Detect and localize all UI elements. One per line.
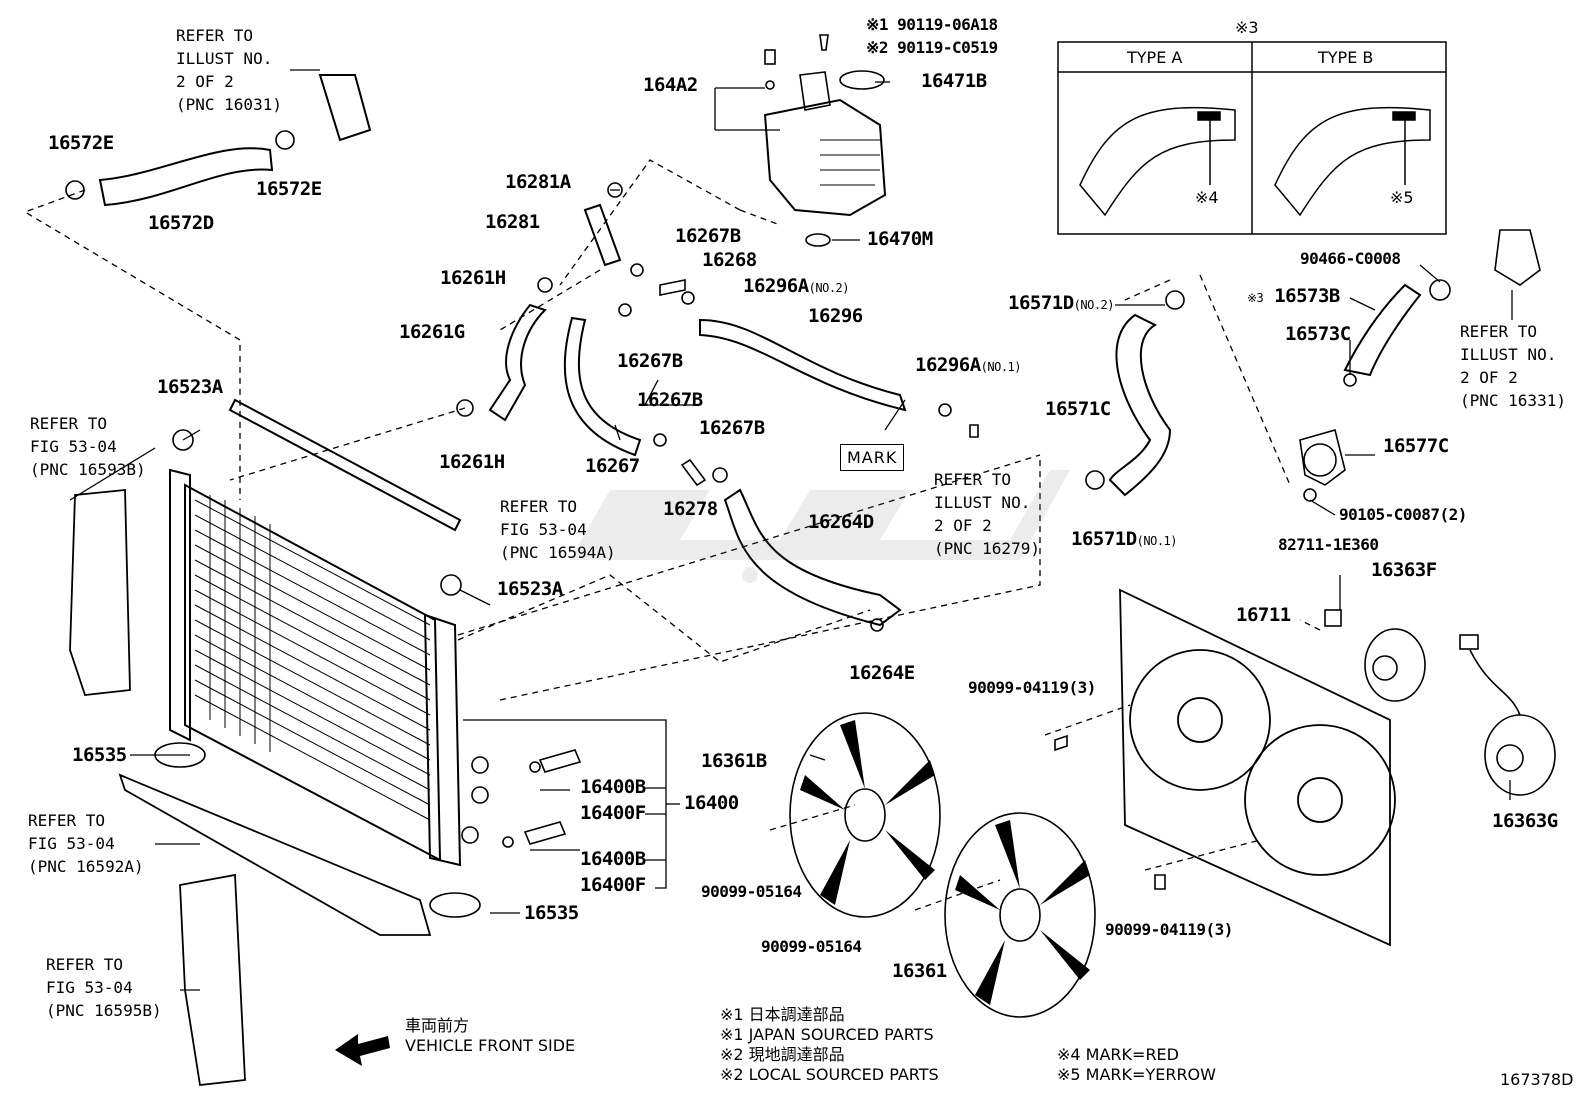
part-label-16572E: 16572E — [256, 178, 322, 200]
mark-4-label: ※4 — [1195, 188, 1219, 207]
part-label-16711: 16711 — [1236, 604, 1291, 626]
part-label-16296A-no2: 16296A(NO.2) — [743, 275, 850, 297]
part-label-16281: 16281 — [485, 211, 540, 233]
part-label-16523A: 16523A — [497, 578, 563, 600]
part-label-16267: 16267 — [585, 455, 640, 477]
part-label-16261H: 16261H — [439, 451, 505, 473]
type-box — [1057, 41, 1447, 235]
part-label-16267B: 16267B — [675, 225, 741, 247]
mark-label: MARK — [840, 444, 905, 471]
part-label-82711-1E360: 82711-1E360 — [1278, 535, 1379, 554]
reservoir-tank — [763, 34, 887, 247]
water-inlet — [1299, 429, 1346, 486]
part-label-16363F: 16363F — [1371, 559, 1437, 581]
reference-note: REFER TO ILLUST NO. 2 OF 2 (PNC 16331) — [1460, 322, 1566, 410]
part-label-90119-C0519: ※2 90119-C0519 — [866, 38, 998, 57]
part-label-16535: 16535 — [72, 744, 127, 766]
part-label-16281A: 16281A — [505, 171, 571, 193]
footnote-1-jp: ※1 日本調達部品 — [720, 1005, 845, 1024]
part-label-16572E: 16572E — [48, 132, 114, 154]
radiator — [169, 398, 489, 867]
fan-shroud — [1119, 588, 1396, 947]
part-label-90099-05164: 90099-05164 — [761, 937, 862, 956]
part-label-16278: 16278 — [663, 498, 718, 520]
part-label-90099-05164: 90099-05164 — [701, 882, 802, 901]
part-label-16361: 16361 — [892, 960, 947, 982]
part-label-16296: 16296 — [808, 305, 863, 327]
part-label-16267B: 16267B — [637, 389, 703, 411]
part-label-16571D-no2: 16571D(NO.2) — [1008, 292, 1115, 314]
part-label-16535: 16535 — [524, 902, 579, 924]
type-box-header: ※3 — [1235, 18, 1259, 37]
part-label-16361B: 16361B — [701, 750, 767, 772]
part-label-16523A: 16523A — [157, 376, 223, 398]
part-label-16470M: 16470M — [867, 228, 933, 250]
part-label-16573B: ※3 16573B — [1247, 285, 1340, 307]
part-label-16264E: 16264E — [849, 662, 915, 684]
part-label-90099-04119: 90099-04119(3) — [1105, 920, 1233, 939]
part-label-16400B: 16400B — [580, 848, 646, 870]
fan-motors — [1364, 628, 1556, 796]
hoses — [98, 74, 1422, 627]
illustration-id: 167378D — [1500, 1070, 1574, 1089]
type-a-label: TYPE A — [1127, 48, 1183, 67]
front-side-en: VEHICLE FRONT SIDE — [405, 1036, 576, 1055]
front-side-jp: 車両前方 — [405, 1016, 470, 1035]
part-label-16261H: 16261H — [440, 267, 506, 289]
part-label-16400B: 16400B — [580, 776, 646, 798]
part-label-16571D-no1: 16571D(NO.1) — [1071, 528, 1178, 550]
type-b-label: TYPE B — [1318, 48, 1374, 67]
part-label-16268: 16268 — [702, 249, 757, 271]
part-label-16267B: 16267B — [699, 417, 765, 439]
part-label-90105-C0087: 90105-C0087(2) — [1339, 505, 1467, 524]
part-label-16571C: 16571C — [1045, 398, 1111, 420]
part-label-90466-C0008: 90466-C0008 — [1300, 249, 1401, 268]
part-label-16261G: 16261G — [399, 321, 465, 343]
dashed-leader-lines — [23, 159, 1321, 911]
footnote-2-en: ※2 LOCAL SOURCED PARTS — [720, 1065, 939, 1084]
watermark-logo — [470, 470, 1070, 583]
footnote-4: ※4 MARK=RED — [1057, 1045, 1179, 1064]
reference-note: REFER TO ILLUST NO. 2 OF 2 (PNC 16279) — [934, 470, 1040, 558]
part-label-90119-06A18: ※1 90119-06A18 — [866, 15, 998, 34]
part-label-16400F: 16400F — [580, 802, 646, 824]
part-label-16573C: 16573C — [1285, 323, 1351, 345]
reference-note: REFER TO ILLUST NO. 2 OF 2 (PNC 16031) — [176, 26, 282, 114]
part-label-16296A-no1: 16296A(NO.1) — [915, 354, 1022, 376]
part-label-16267B: 16267B — [617, 350, 683, 372]
part-label-16400F: 16400F — [580, 874, 646, 896]
part-label-16363G: 16363G — [1492, 810, 1558, 832]
part-label-164A2: 164A2 — [643, 74, 698, 96]
part-label-16264D: 16264D — [808, 511, 874, 533]
part-label-16577C: 16577C — [1383, 435, 1449, 457]
footnote-2-jp: ※2 現地調達部品 — [720, 1045, 845, 1064]
reference-note: REFER TO FIG 53-04 (PNC 16592A) — [28, 811, 144, 876]
footnote-5: ※5 MARK=YERROW — [1057, 1065, 1216, 1084]
reference-note: REFER TO FIG 53-04 (PNC 16595B) — [46, 955, 162, 1020]
cooling-fans — [789, 712, 1096, 1018]
footnote-1-en: ※1 JAPAN SOURCED PARTS — [720, 1025, 934, 1044]
reference-note: REFER TO FIG 53-04 (PNC 16593B) — [30, 414, 146, 479]
mark-5-label: ※5 — [1390, 188, 1414, 207]
reference-note: REFER TO FIG 53-04 (PNC 16594A) — [500, 497, 616, 562]
leader-lines — [69, 69, 1513, 991]
part-label-90099-04119: 90099-04119(3) — [968, 678, 1096, 697]
front-arrow — [335, 1034, 390, 1066]
air-ducts — [69, 489, 432, 1086]
part-label-16400: 16400 — [684, 792, 739, 814]
part-label-16572D: 16572D — [148, 212, 214, 234]
part-label-16471B: 16471B — [921, 70, 987, 92]
